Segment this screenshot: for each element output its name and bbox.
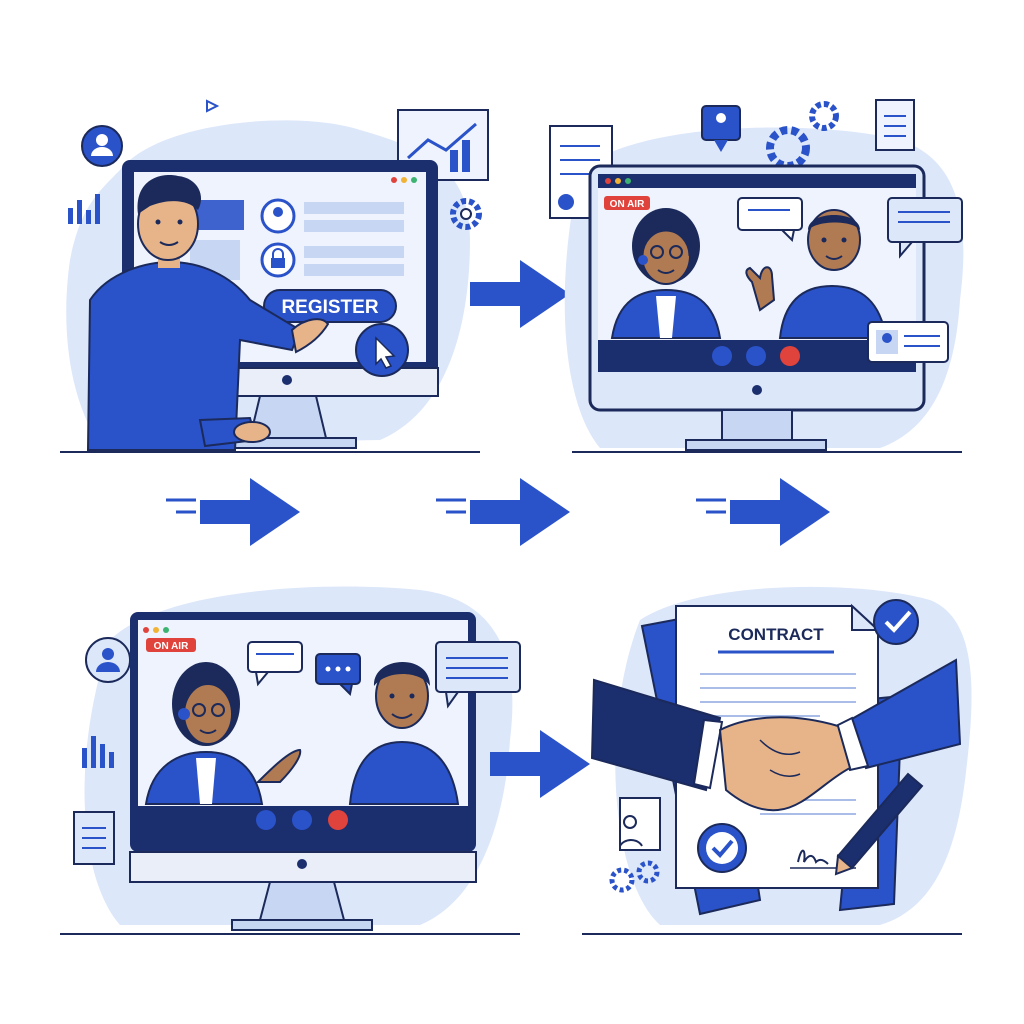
panel-contract: CONTRACT xyxy=(582,586,972,935)
gear-icon xyxy=(450,198,482,230)
arrow-right-icon xyxy=(436,478,570,546)
document-user-icon xyxy=(619,797,661,851)
register-button-label: REGISTER xyxy=(281,297,378,318)
username-field[interactable] xyxy=(304,202,404,214)
cursor-click-icon xyxy=(355,323,409,377)
call-controls xyxy=(256,810,348,830)
end-call-icon[interactable] xyxy=(780,346,800,366)
gear-icon xyxy=(609,860,660,893)
microphone-icon[interactable] xyxy=(712,346,732,366)
arrow-right-icon xyxy=(696,478,830,546)
checkmark-badge-icon xyxy=(697,823,747,873)
bar-chart-icon xyxy=(68,194,100,224)
handshake-icon xyxy=(590,658,962,812)
chat-bubble-icon xyxy=(247,641,303,687)
middle-arrows xyxy=(166,478,830,546)
user-profile-icon xyxy=(85,637,131,683)
signature xyxy=(797,849,829,865)
on-air-badge: ON AIR xyxy=(604,196,650,210)
chat-bubble-icon xyxy=(887,197,963,259)
presenter-man xyxy=(86,175,330,451)
left-cuff xyxy=(692,718,724,790)
call-controls xyxy=(712,346,800,366)
password-field[interactable] xyxy=(304,246,404,258)
register-button[interactable]: REGISTER xyxy=(263,289,397,323)
bar-chart-icon xyxy=(82,736,114,768)
panel-interview-2: ON AIR xyxy=(60,586,521,935)
hands xyxy=(718,716,852,812)
panel-interview-1: ON AIR xyxy=(549,99,964,453)
play-icon xyxy=(206,99,220,113)
panel-registration: REGISTER xyxy=(60,99,489,453)
on-air-badge-label: ON AIR xyxy=(154,641,189,652)
interviewer-woman xyxy=(144,662,302,805)
user-profile-icon xyxy=(81,125,123,167)
end-call-icon[interactable] xyxy=(328,810,348,830)
checkmark-badge-icon xyxy=(873,599,919,645)
document-icon xyxy=(73,811,115,865)
contract-title: CONTRACT xyxy=(728,625,824,644)
chat-bubble-icon xyxy=(737,197,803,243)
left-sleeve xyxy=(590,678,722,792)
chat-bubble-icon xyxy=(315,653,361,697)
interviewer-woman xyxy=(610,208,722,339)
on-air-badge-label: ON AIR xyxy=(610,199,645,210)
arrow-right-icon xyxy=(166,478,300,546)
video-camera-icon[interactable] xyxy=(256,810,276,830)
interviewee-man xyxy=(745,209,888,339)
pen-icon xyxy=(834,772,924,876)
interviewee-man xyxy=(348,661,460,805)
chat-bubble-icon xyxy=(435,641,521,709)
microphone-icon[interactable] xyxy=(292,810,312,830)
video-camera-icon[interactable] xyxy=(746,346,766,366)
document-icon xyxy=(875,99,915,151)
on-air-badge: ON AIR xyxy=(146,638,196,652)
arrow-right-icon xyxy=(470,260,570,328)
profile-card-icon xyxy=(867,321,949,363)
user-location-icon xyxy=(701,105,741,152)
